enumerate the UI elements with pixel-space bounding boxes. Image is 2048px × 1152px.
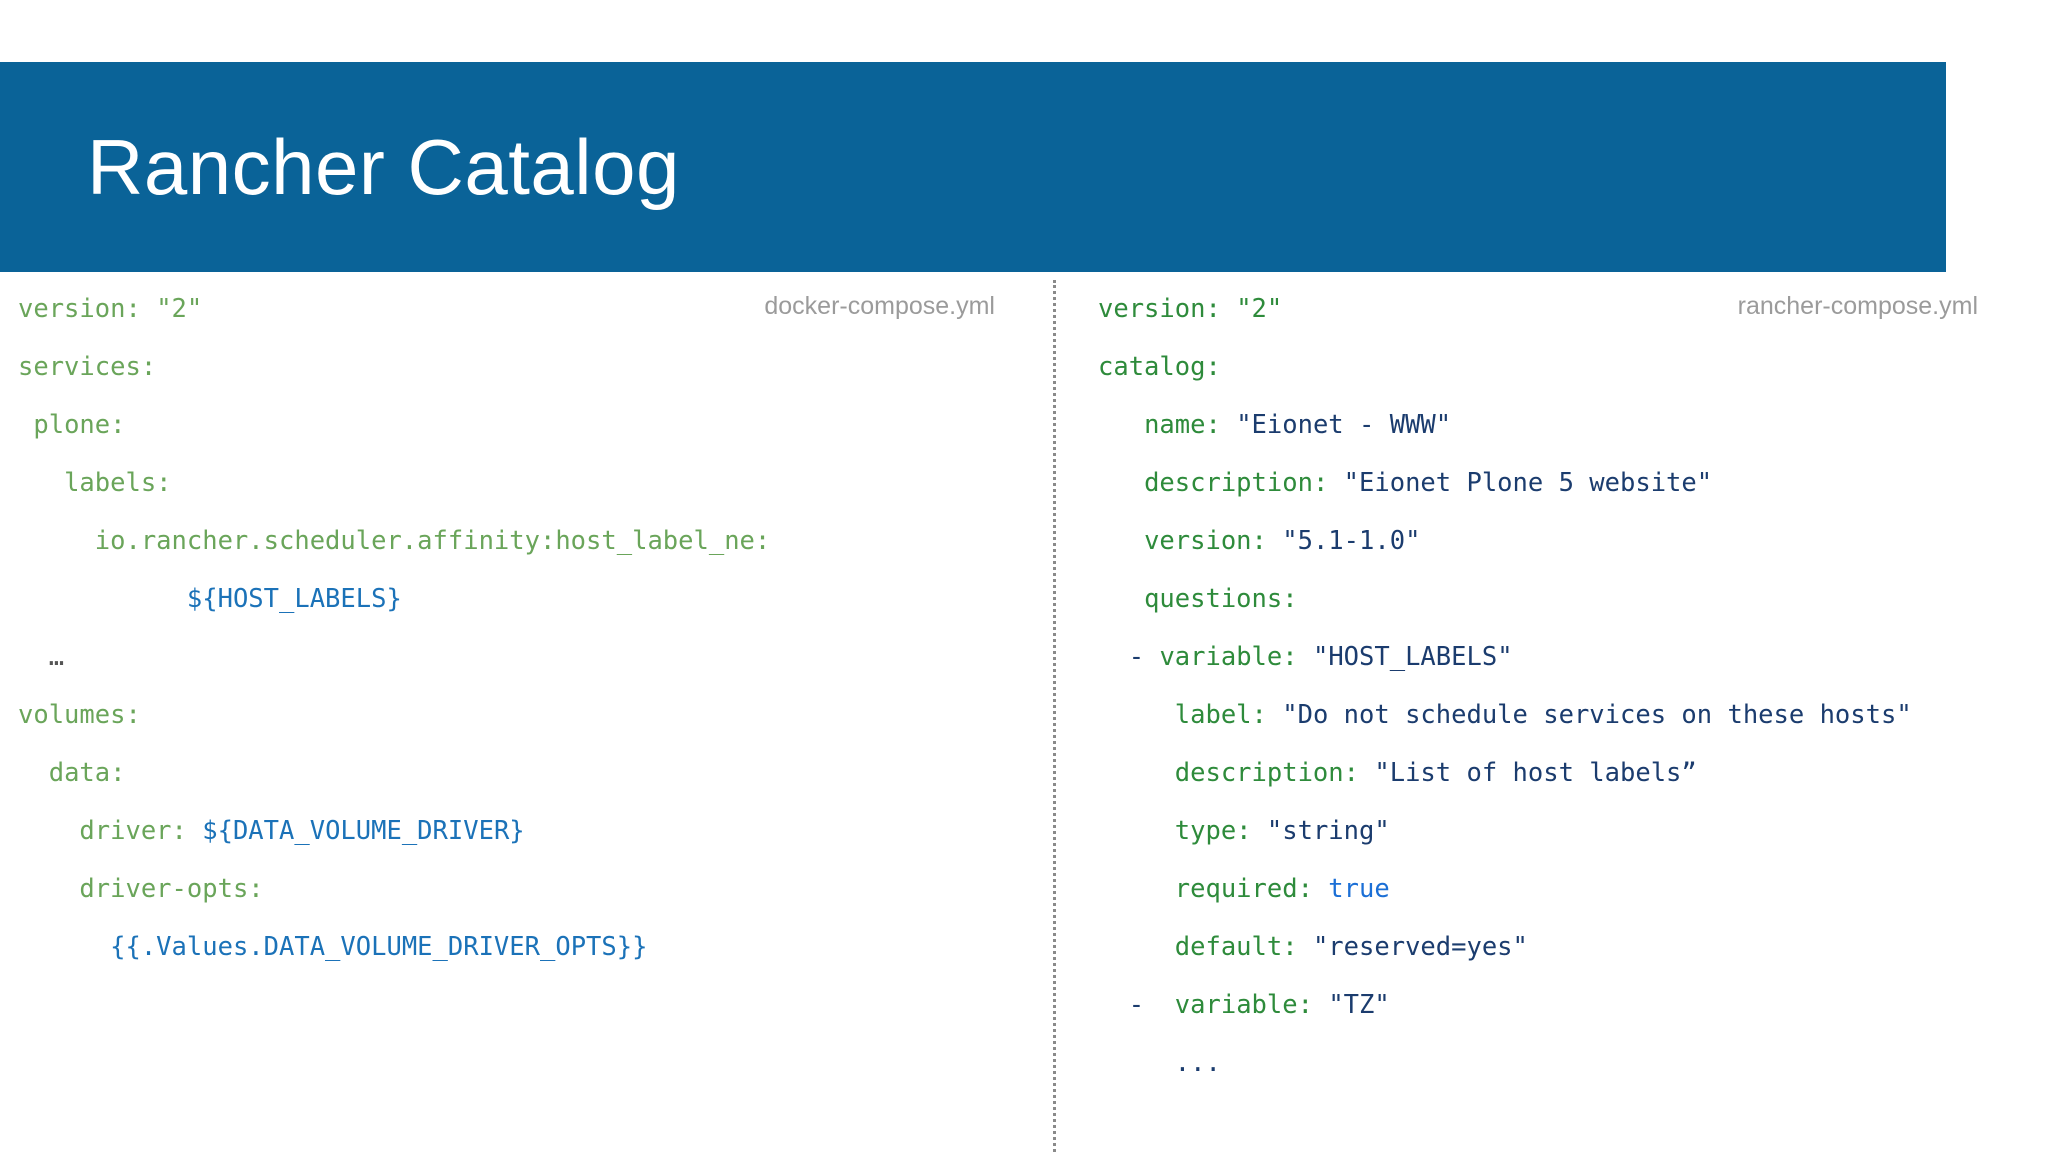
code-block-docker-compose[interactable]: version: "2" services: plone: labels: io… xyxy=(0,272,1053,976)
pane-label-docker-compose: docker-compose.yml xyxy=(764,292,995,320)
code-token-key: variable: xyxy=(1174,990,1313,1020)
code-token-bool: true xyxy=(1328,874,1390,904)
code-line: volumes: xyxy=(18,700,141,730)
code-line: driver-opts: xyxy=(18,874,264,904)
code-line: description: "Eionet Plone 5 website" xyxy=(1098,468,1712,498)
page-title: Rancher Catalog xyxy=(87,123,680,211)
code-token-key: driver: xyxy=(18,816,187,846)
code-token-key: required: xyxy=(1098,874,1313,904)
code-line: version: "2" xyxy=(18,294,202,324)
code-token-key: io.rancher.scheduler.affinity:host_label… xyxy=(18,526,771,556)
code-line: driver: ${DATA_VOLUME_DRIVER} xyxy=(18,816,525,846)
pane-label-rancher-compose: rancher-compose.yml xyxy=(1737,292,1978,320)
code-line: type: "string" xyxy=(1098,816,1390,846)
code-token-plain xyxy=(141,294,156,324)
code-token-key: services: xyxy=(18,352,157,382)
code-pane-rancher-compose: rancher-compose.yml version: "2" catalog… xyxy=(1075,272,2048,1152)
code-token-plain: … xyxy=(18,642,65,672)
code-line: version: "2" xyxy=(1098,294,1282,324)
slide-title-banner: Rancher Catalog xyxy=(0,62,1946,272)
code-line: default: "reserved=yes" xyxy=(1098,932,1528,962)
code-token-key: label: xyxy=(1098,700,1267,730)
code-line: plone: xyxy=(18,410,125,440)
code-token-plain xyxy=(1313,874,1328,904)
code-token-str: "List of host labels” xyxy=(1374,758,1697,788)
code-token-key: name: xyxy=(1098,410,1221,440)
code-token-key: default: xyxy=(1098,932,1298,962)
code-line: … xyxy=(18,642,64,672)
code-token-var: ${DATA_VOLUME_DRIVER} xyxy=(202,816,525,846)
code-token-key: variable: xyxy=(1159,642,1298,672)
code-line: label: "Do not schedule services on thes… xyxy=(1098,700,1912,730)
code-line: services: xyxy=(18,352,156,382)
code-pane-docker-compose: docker-compose.yml version: "2" services… xyxy=(0,272,1053,1152)
code-token-plain xyxy=(1221,410,1236,440)
code-line: - variable: "HOST_LABELS" xyxy=(1098,642,1513,672)
code-token-str: "reserved=yes" xyxy=(1312,932,1528,962)
code-token-str: "TZ" xyxy=(1328,990,1390,1020)
code-block-rancher-compose[interactable]: version: "2" catalog: name: "Eionet - WW… xyxy=(1075,272,2048,1092)
code-token-plain xyxy=(1267,526,1282,556)
code-line: description: "List of host labels” xyxy=(1098,758,1697,788)
code-token-key: questions: xyxy=(1098,584,1298,614)
code-line: ${HOST_LABELS} xyxy=(18,584,402,614)
code-token-str: "HOST_LABELS" xyxy=(1312,642,1513,672)
code-token-key: volumes: xyxy=(18,700,141,730)
code-token-str: "Eionet - WWW" xyxy=(1236,410,1452,440)
code-token-var: {{.Values.DATA_VOLUME_DRIVER_OPTS}} xyxy=(18,932,648,962)
code-token-plain: - xyxy=(1098,642,1160,672)
code-token-key: catalog: xyxy=(1098,352,1221,382)
code-token-plain: ... xyxy=(1098,1048,1221,1078)
code-line: required: true xyxy=(1098,874,1390,904)
code-token-str: "5.1-1.0" xyxy=(1282,526,1421,556)
code-token-plain xyxy=(1298,932,1313,962)
code-line: io.rancher.scheduler.affinity:host_label… xyxy=(18,526,771,556)
code-line: version: "5.1-1.0" xyxy=(1098,526,1420,556)
code-line: - variable: "TZ" xyxy=(1098,990,1390,1020)
code-line: data: xyxy=(18,758,126,788)
code-comparison-area: docker-compose.yml version: "2" services… xyxy=(0,272,2048,1152)
code-token-str: "Do not schedule services on these hosts… xyxy=(1282,700,1912,730)
code-token-plain xyxy=(1313,990,1328,1020)
code-token-plain xyxy=(1221,294,1236,324)
code-token-var: ${HOST_LABELS} xyxy=(18,584,402,614)
code-token-key: description: xyxy=(1098,758,1359,788)
code-token-plain xyxy=(1267,700,1282,730)
code-token-greenstr: "2" xyxy=(1236,294,1283,324)
code-line: questions: xyxy=(1098,584,1298,614)
code-line: labels: xyxy=(18,468,172,498)
code-token-plain: - xyxy=(1098,990,1175,1020)
code-token-key: version: xyxy=(18,294,141,324)
code-token-key: driver-opts: xyxy=(18,874,264,904)
code-token-key: type: xyxy=(1098,816,1252,846)
code-token-str: "string" xyxy=(1266,816,1390,846)
code-token-key: version: xyxy=(1098,526,1267,556)
code-token-plain xyxy=(1359,758,1374,788)
code-token-key: labels: xyxy=(18,468,172,498)
code-token-plain xyxy=(1328,468,1343,498)
code-token-key: plone: xyxy=(18,410,126,440)
code-token-key: version: xyxy=(1098,294,1221,324)
code-token-plain xyxy=(187,816,202,846)
code-token-plain xyxy=(1298,642,1313,672)
pane-divider xyxy=(1053,280,1056,1152)
code-token-str: "2" xyxy=(156,294,203,324)
code-token-plain xyxy=(1252,816,1267,846)
code-line: ... xyxy=(1098,1048,1221,1078)
code-token-str: "Eionet Plone 5 website" xyxy=(1343,468,1713,498)
code-line: {{.Values.DATA_VOLUME_DRIVER_OPTS}} xyxy=(18,932,647,962)
code-token-key: data: xyxy=(18,758,126,788)
code-line: catalog: xyxy=(1098,352,1221,382)
code-line: name: "Eionet - WWW" xyxy=(1098,410,1451,440)
code-token-key: description: xyxy=(1098,468,1329,498)
